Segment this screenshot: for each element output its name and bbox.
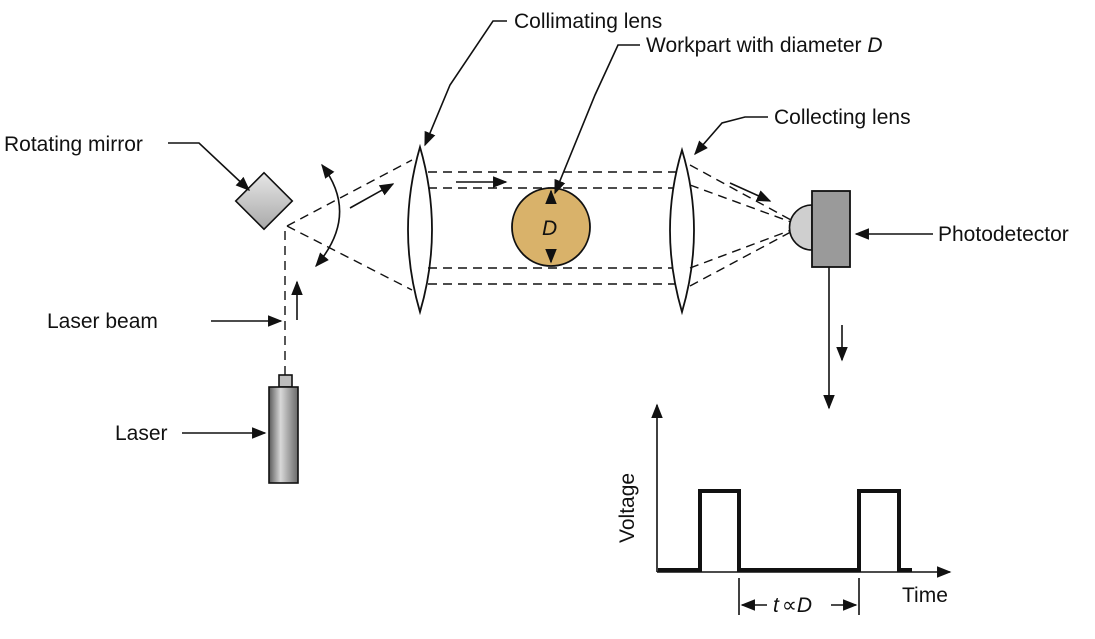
laser-nozzle — [278, 374, 293, 388]
pulse-waveform — [658, 489, 912, 572]
workpart: D — [511, 187, 591, 267]
rotating-mirror — [234, 171, 294, 231]
collecting-lens-label: Collecting lens — [774, 106, 911, 129]
collimating-lens-leader — [424, 20, 507, 147]
laser-label: Laser — [115, 422, 168, 445]
scan-ray-upper — [286, 159, 413, 227]
converge-ray-1 — [689, 164, 803, 227]
time-axis-label: Time — [902, 584, 948, 607]
rotating-mirror-leader — [168, 142, 251, 191]
converge-ray-3 — [689, 225, 803, 269]
rotation-arc — [315, 163, 341, 268]
diameter-label: D — [542, 217, 557, 240]
photodetector — [788, 190, 851, 268]
rotating-mirror-label: Rotating mirror — [4, 133, 143, 156]
workpart-leader — [554, 44, 640, 195]
converge-ray-4 — [689, 225, 803, 287]
laser-body — [268, 386, 299, 484]
scan-ray-lower — [286, 225, 413, 291]
ray-arrow-1 — [349, 183, 395, 209]
photodetector-label: Photodetector — [938, 223, 1069, 246]
laser-beam-label: Laser beam — [47, 310, 158, 333]
laser — [268, 374, 299, 484]
ray-arrow-3 — [729, 182, 772, 202]
voltage-time-graph: t∝D Voltage Time — [616, 403, 952, 617]
voltage-axis-label: Voltage — [616, 473, 639, 543]
collecting-lens-leader — [694, 116, 768, 156]
collimating-lens — [407, 143, 433, 316]
collecting-lens — [669, 146, 695, 316]
converge-ray-2 — [689, 184, 803, 227]
period-label: t∝D — [773, 594, 812, 617]
workpart-label: Workpart with diameter D — [646, 34, 883, 57]
collimating-lens-label: Collimating lens — [514, 10, 662, 33]
